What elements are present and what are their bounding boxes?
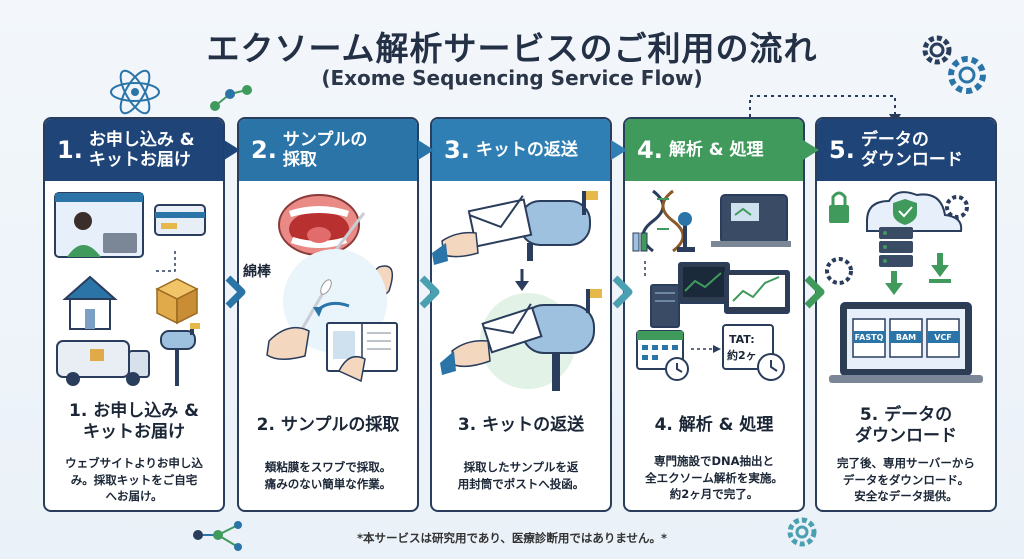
- tat-value: 約2ヶ: [727, 348, 757, 362]
- step-header-text: サンプルの: [282, 129, 368, 150]
- step-header-text: ダウンロード: [860, 150, 963, 170]
- file-fastq: FASTQ: [855, 333, 884, 342]
- order-illustration: [54, 192, 206, 386]
- lab-illustration: TAT: 約2ヶ: [632, 189, 791, 381]
- step-title-text: ダウンロード: [855, 426, 957, 447]
- step-header-2: 2. サンプルの採取: [239, 119, 417, 181]
- step-card-2: 2. サンプルの採取 綿棒 2. サンプルの採取 頬粘膜をスワブで採取。 痛みの…: [237, 117, 419, 512]
- step-header-4: 4. 解析 & 処理: [625, 119, 803, 181]
- step-desc-text: 完了後、専用サーバーから: [837, 456, 975, 470]
- step-number: 5.: [829, 135, 855, 164]
- step-card-5: 5. データのダウンロード FASTQ BAM VCF 5. データの ダウン: [815, 117, 997, 512]
- step-title-text: 5. データの: [859, 405, 953, 425]
- file-bam: BAM: [896, 333, 916, 342]
- flow-arrow-3: [612, 275, 633, 309]
- atom-icon: [110, 69, 160, 115]
- step-number: 3.: [444, 135, 470, 164]
- step-header-text: データの: [860, 129, 929, 150]
- step-title-1: 1. お申し込み & キットお届け: [45, 401, 223, 444]
- step-header-text: キットお届け: [88, 150, 191, 170]
- step-number: 4.: [637, 135, 663, 164]
- step-desc-text: 専門施設でDNA抽出と: [653, 454, 775, 468]
- step-header-text: 採取: [282, 150, 317, 170]
- step-header-text: キットの返送: [475, 139, 578, 160]
- step-desc-text: 用封筒でポストへ投函。: [457, 476, 585, 491]
- step-desc-1: ウェブサイトよりお申し込 み。採取キットをご自宅 へお届け。: [53, 455, 215, 505]
- step-title-5: 5. データの ダウンロード: [817, 405, 995, 448]
- step-desc-text: へお届け。: [105, 489, 163, 504]
- footnote: *本サービスは研究用であり、医療診断用ではありません。*: [356, 531, 668, 545]
- step-number: 1.: [57, 135, 83, 164]
- step-title-text: 4. 解析 & 処理: [654, 415, 774, 435]
- mailbox-illustration: [432, 191, 602, 391]
- step-header-text: お申し込み &: [88, 129, 195, 150]
- tat-label: TAT:: [729, 333, 755, 346]
- gear-icon: [922, 35, 986, 94]
- file-vcf: VCF: [934, 333, 952, 342]
- download-illustration: FASTQ BAM VCF: [825, 191, 983, 383]
- step-title-text: 3. キットの返送: [457, 415, 585, 435]
- step-desc-text: み。採取キットをご自宅: [70, 472, 198, 487]
- step-desc-2: 頬粘膜をスワブで採取。 痛みのない簡単な作業。: [247, 459, 409, 492]
- flow-arrow-4: [804, 275, 825, 309]
- flow-arrow-2: [419, 275, 440, 309]
- flow-arrow-head-2: [418, 140, 434, 160]
- step-card-4: 4. 解析 & 処理 TAT: 約2ヶ 4. 解析 & 処理: [623, 117, 805, 512]
- page-title: エクソーム解析サービスのご利用の流れ: [206, 29, 818, 68]
- flow-arrow-1: [225, 275, 246, 309]
- step-title-text: 1. お申し込み &: [69, 401, 199, 421]
- step-desc-text: 約2ヶ月で完了。: [669, 487, 759, 502]
- step-title-2: 2. サンプルの採取: [239, 415, 417, 436]
- step-desc-text: 頬粘膜をスワブで採取。: [264, 460, 392, 474]
- step-title-text: キットお届け: [83, 422, 185, 443]
- molecule-icon-bottom: [193, 521, 242, 551]
- step-desc-text: 全エクソーム解析を実施。: [645, 470, 783, 485]
- flow-arrow-head-4: [803, 140, 819, 160]
- step-desc-5: 完了後、専用サーバーから データをダウンロード。 安全なデータ提供。: [825, 455, 987, 505]
- step-desc-text: 痛みのない簡単な作業。: [264, 476, 392, 491]
- step-number: 2.: [251, 135, 277, 164]
- swab-label: 綿棒: [243, 263, 272, 280]
- flow-arrow-head-3: [611, 140, 627, 160]
- flow-arrow-head-1: [224, 140, 240, 160]
- swab-illustration: 綿棒: [243, 194, 398, 383]
- step-header-text: 解析 & 処理: [668, 139, 764, 160]
- step-desc-text: 採取したサンプルを返: [463, 460, 579, 474]
- gear-icon-bottom: [787, 517, 817, 547]
- step-card-1: 1. お申し込み &キットお届け 1. お申し込み & キットお届け ウェブサイ…: [43, 117, 225, 512]
- step-header-1: 1. お申し込み &キットお届け: [45, 119, 223, 181]
- step-desc-text: データをダウンロード。: [842, 472, 970, 487]
- step-desc-3: 採取したサンプルを返 用封筒でポストへ投函。: [440, 459, 602, 492]
- step-desc-text: 安全なデータ提供。: [854, 489, 958, 504]
- step-header-3: 3. キットの返送: [432, 119, 610, 181]
- molecule-icon: [210, 85, 252, 111]
- step-desc-4: 専門施設でDNA抽出と 全エクソーム解析を実施。 約2ヶ月で完了。: [633, 453, 795, 503]
- step-title-text: 2. サンプルの採取: [256, 415, 400, 435]
- page-subtitle: (Exome Sequencing Service Flow): [321, 66, 703, 90]
- step-title-4: 4. 解析 & 処理: [625, 415, 803, 436]
- step-desc-text: ウェブサイトよりお申し込: [65, 456, 203, 470]
- step-header-5: 5. データのダウンロード: [817, 119, 995, 181]
- step-title-3: 3. キットの返送: [432, 415, 610, 436]
- step-card-3: 3. キットの返送 3. キットの返送 採取したサンプルを返 用封筒でポストへ投…: [430, 117, 612, 512]
